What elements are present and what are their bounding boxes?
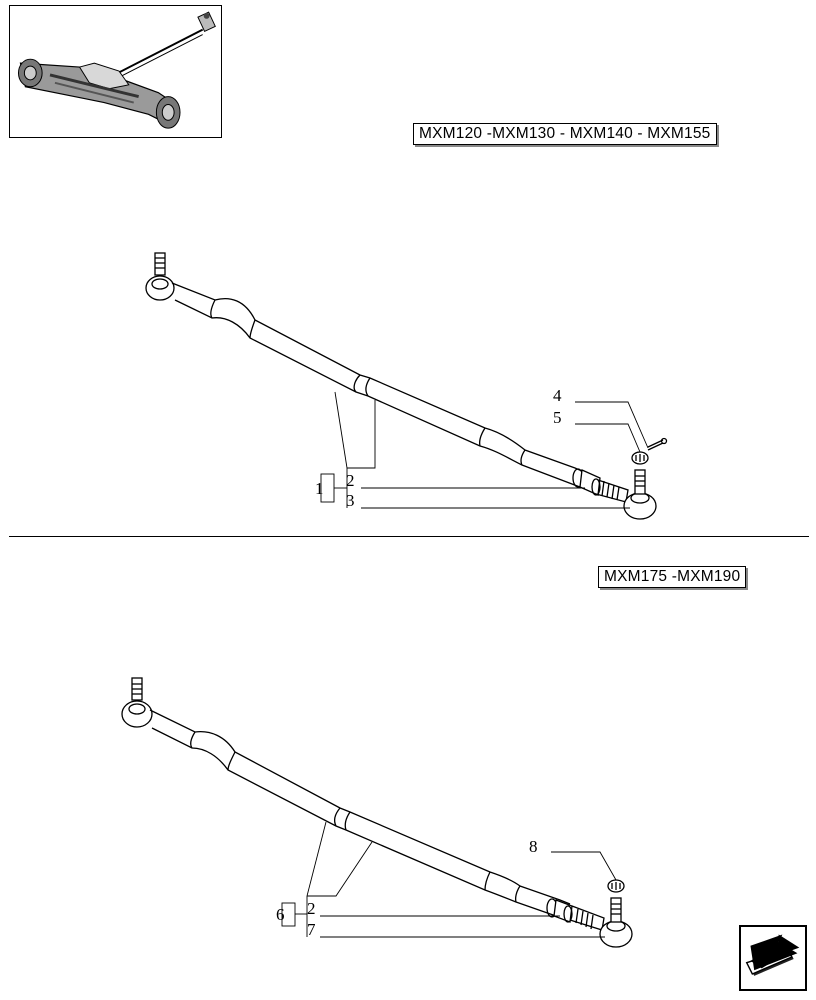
callout-5: 5	[553, 408, 562, 427]
axle-thumbnail	[9, 5, 222, 138]
tie-rod-assembly-top	[145, 252, 668, 520]
axle-assembly-icon	[17, 11, 216, 129]
callout-1: 1	[315, 479, 324, 498]
callout-7: 7	[307, 920, 316, 939]
next-page-button[interactable]	[739, 925, 807, 991]
tie-rod-assembly-bottom	[121, 677, 633, 948]
leaders-top	[320, 391, 649, 509]
callout-2-bottom: 2	[307, 899, 316, 918]
model-label-top: MXM120 -MXM130 - MXM140 - MXM155	[413, 123, 717, 145]
callout-6: 6	[276, 905, 285, 924]
section-divider	[9, 536, 809, 537]
next-page-arrow-icon	[745, 934, 800, 976]
callout-4: 4	[553, 386, 562, 405]
callout-3: 3	[346, 491, 355, 510]
leaders-bottom	[281, 821, 617, 938]
callout-2-top: 2	[346, 471, 355, 490]
model-label-bottom: MXM175 -MXM190	[598, 566, 747, 588]
callout-8: 8	[529, 837, 538, 856]
